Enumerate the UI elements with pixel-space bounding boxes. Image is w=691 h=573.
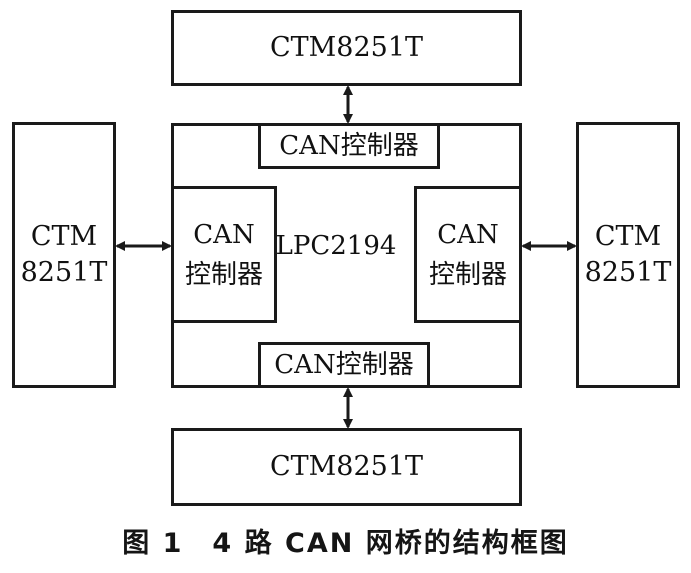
can-controller-bottom-label: CAN控制器: [274, 350, 414, 380]
can-controller-right-box: CAN 控制器: [414, 186, 522, 323]
can-controller-right-label-line1: CAN: [437, 219, 499, 250]
ctm8251t-left-box: CTM 8251T: [12, 122, 116, 388]
lpc2194-label: LPC2194: [275, 231, 397, 261]
ctm8251t-left-label-line2: 8251T: [20, 257, 108, 288]
can-controller-top-box: CAN控制器: [258, 123, 440, 169]
can-controller-left-box: CAN 控制器: [171, 186, 277, 323]
ctm8251t-top-label: CTM8251T: [269, 32, 424, 63]
can-controller-top-label: CAN控制器: [279, 131, 419, 161]
ctm8251t-top-box: CTM8251T: [171, 10, 522, 86]
ctm8251t-left-label-line1: CTM: [30, 221, 98, 252]
can-controller-left-label-line2: 控制器: [184, 259, 263, 290]
can-controller-bottom-box: CAN控制器: [258, 342, 430, 388]
ctm8251t-bottom-box: CTM8251T: [171, 428, 522, 506]
ctm8251t-right-label-line2: 8251T: [584, 257, 672, 288]
ctm8251t-right-box: CTM 8251T: [576, 122, 680, 388]
figure-caption: 图 1 4 路 CAN 网桥的结构框图: [122, 528, 569, 559]
can-controller-right-label-line2: 控制器: [428, 259, 507, 290]
can-controller-left-label-line1: CAN: [193, 219, 255, 250]
ctm8251t-bottom-label: CTM8251T: [269, 451, 424, 482]
ctm8251t-right-label-line1: CTM: [594, 221, 662, 252]
